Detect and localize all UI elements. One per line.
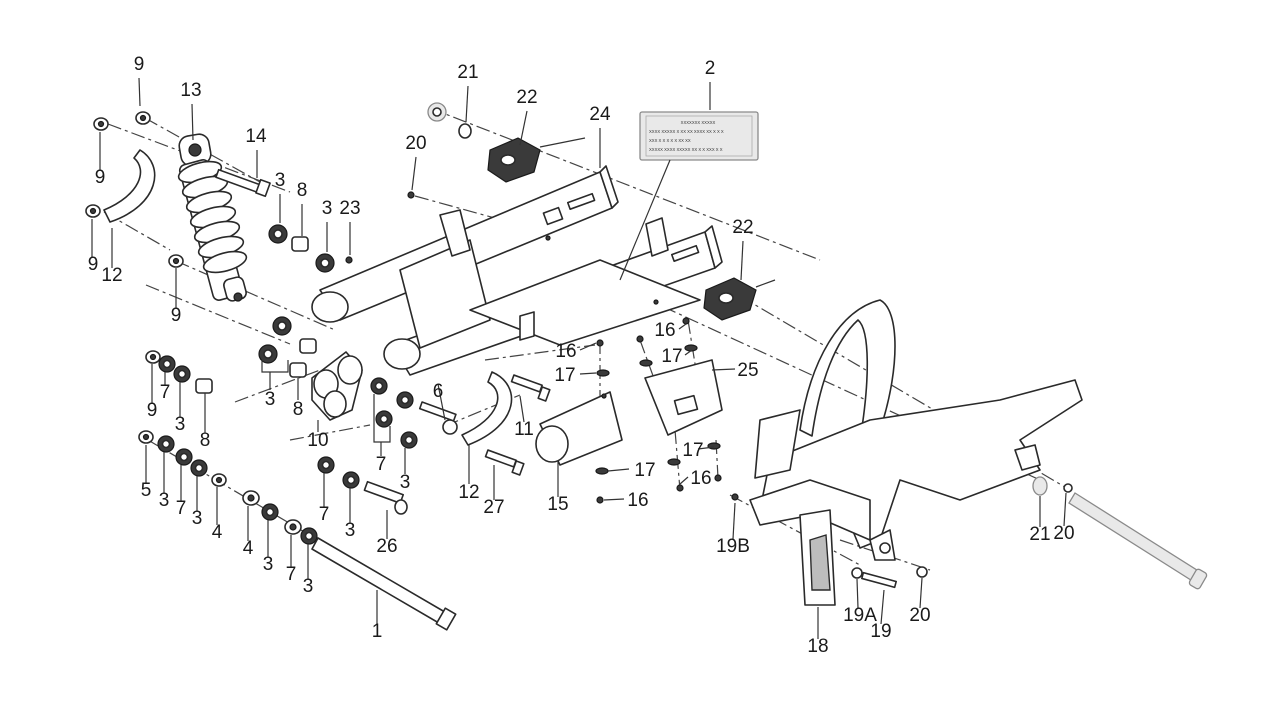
callout-c3i: 3 [303, 576, 314, 597]
callout-c9e: 9 [147, 400, 158, 421]
bolts-lower [363, 374, 551, 515]
callout-c11: 11 [514, 419, 534, 440]
rear-hugger [749, 299, 1083, 606]
callout-c8b: 8 [293, 399, 304, 420]
chain-adjuster-lower [703, 277, 776, 321]
callout-c16d: 16 [627, 490, 648, 511]
callout-c12a: 12 [101, 265, 122, 286]
guard-plate-25 [644, 359, 723, 436]
callout-c13: 13 [180, 80, 201, 101]
callout-c17b: 17 [661, 346, 682, 367]
label-plate-title: XXXXXXX XXXXX [681, 120, 716, 125]
swingarm [311, 165, 723, 376]
callout-c3g: 3 [192, 508, 203, 529]
callout-c3b: 3 [322, 198, 333, 219]
bracket-12-upper [103, 149, 156, 223]
label-plate: XXXXXXX XXXXX XXXX XXXXX X XX XX XXXX XX… [639, 111, 759, 161]
leader-lines [91, 77, 1067, 639]
callout-c26: 26 [376, 536, 397, 557]
linkage-rocker [311, 351, 363, 421]
linkage-bushings-left [138, 316, 318, 545]
callout-c2: 2 [705, 58, 716, 79]
callout-c21b: 21 [1029, 524, 1050, 545]
callout-c8c: 8 [200, 430, 211, 451]
callout-c27: 27 [483, 497, 504, 518]
shock-absorber [177, 133, 248, 302]
label-plate-line-2: XXX X X X X X XX XX [649, 138, 691, 143]
callout-c9c: 9 [88, 254, 99, 275]
callout-c9a: 9 [134, 54, 145, 75]
callout-c7d: 7 [286, 564, 297, 585]
bolt-14 [215, 168, 271, 198]
label-plate-line-1: XXXX XXXXX X XX XX XXXX XX X X X [649, 129, 724, 134]
callout-c3f: 3 [159, 490, 170, 511]
callout-c18: 18 [807, 636, 828, 657]
callout-c3e: 3 [400, 472, 411, 493]
callout-c15: 15 [547, 494, 568, 515]
callout-c20c: 20 [1053, 523, 1074, 544]
callout-c6: 6 [433, 381, 444, 402]
callout-c4a: 4 [212, 522, 223, 543]
callout-c10: 10 [307, 430, 328, 451]
pivot-axle [311, 537, 457, 631]
callout-c17c: 17 [682, 440, 703, 461]
callout-c3a: 3 [275, 170, 286, 191]
bracket-12-lower [461, 371, 513, 446]
callout-c23: 23 [339, 198, 360, 219]
callout-c20b: 20 [909, 605, 930, 626]
callout-c17a: 17 [554, 365, 575, 386]
callout-c22a: 22 [516, 87, 537, 108]
callout-c19b: 19B [716, 536, 750, 557]
callout-c4b: 4 [243, 538, 254, 559]
callout-c16a: 16 [555, 341, 576, 362]
callout-c9d: 9 [171, 305, 182, 326]
callout-c3h: 3 [263, 554, 274, 575]
callout-c3d: 3 [175, 414, 186, 435]
callout-c21a: 21 [457, 62, 478, 83]
callout-c9b: 9 [95, 167, 106, 188]
callout-c8a: 8 [297, 180, 308, 201]
callout-c7e: 7 [319, 504, 330, 525]
callout-c24: 24 [589, 104, 611, 125]
callout-c3c: 3 [265, 389, 276, 410]
linkage-bushings-right [317, 377, 458, 489]
callout-c5: 5 [141, 480, 152, 501]
rear-axle [1068, 492, 1208, 590]
callout-c14: 14 [245, 126, 267, 147]
callout-c20a: 20 [405, 133, 426, 154]
chain-slider [535, 391, 623, 466]
chain-adjuster-upper [407, 102, 586, 199]
callout-c16b: 16 [654, 320, 675, 341]
callout-c7c: 7 [176, 498, 187, 519]
callout-c7a: 7 [160, 382, 171, 403]
callout-c7b: 7 [376, 454, 387, 475]
callout-c19a: 19A [843, 605, 877, 626]
label-plate-line-3: XXXXX XXXX XXXXX XX X X XXX X X [649, 147, 723, 152]
callout-c12b: 12 [458, 482, 479, 503]
callout-c25: 25 [737, 360, 758, 381]
callout-c1: 1 [372, 621, 383, 642]
callout-c16c: 16 [690, 468, 711, 489]
callout-c17d: 17 [634, 460, 655, 481]
callout-c22b: 22 [732, 217, 753, 238]
callout-c3j: 3 [345, 520, 356, 541]
upper-bushings [85, 111, 353, 273]
callout-c19: 19 [870, 621, 891, 642]
fender-bolts [731, 476, 1073, 589]
